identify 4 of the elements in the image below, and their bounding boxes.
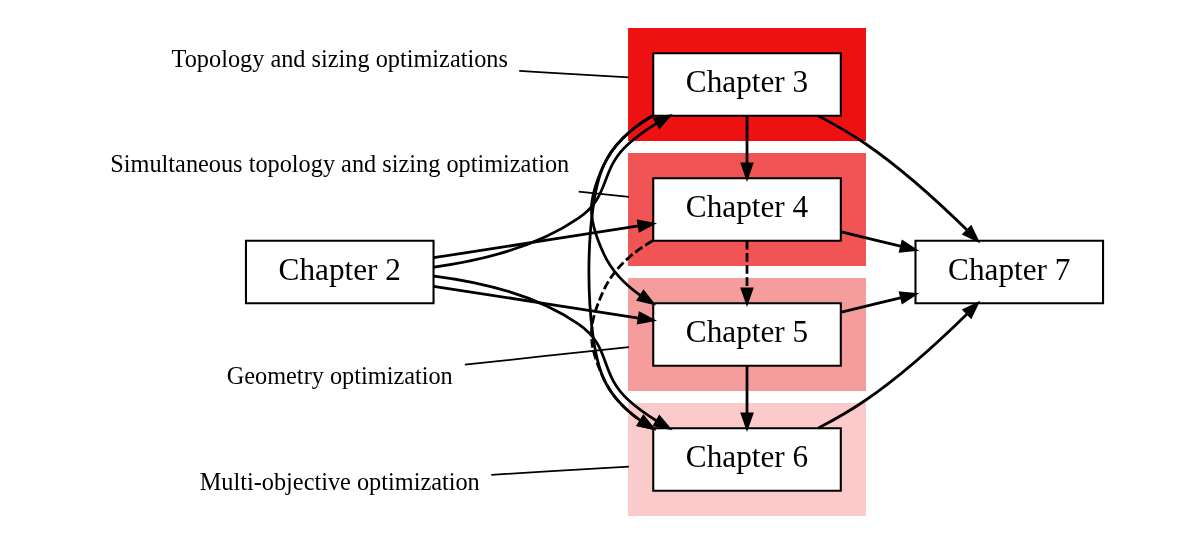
- node-text: Simultaneous topology and sizing optimization: [109, 150, 569, 178]
- node-text: Geometry optimization: [226, 362, 453, 390]
- node-text: Topology and sizing optimizations: [171, 44, 508, 72]
- node-text: Multi-objective optimization: [199, 468, 480, 496]
